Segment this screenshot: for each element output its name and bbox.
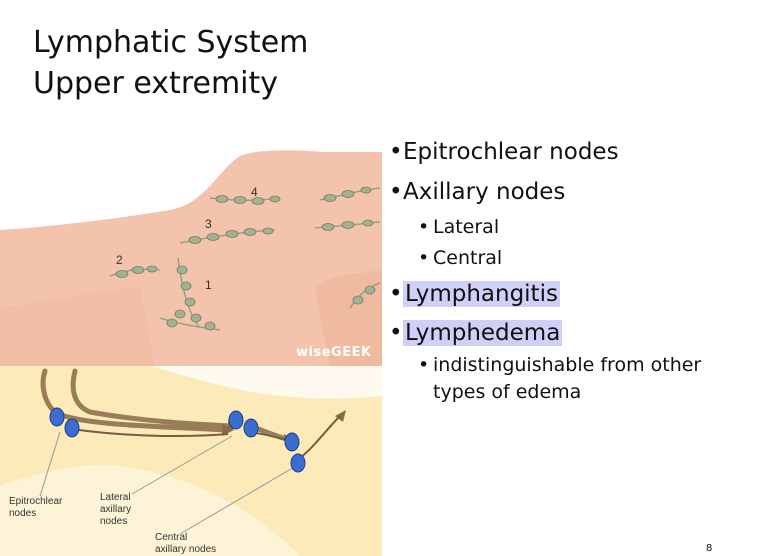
- lymph-flow-diagram: [0, 366, 382, 556]
- epitrochlear-nodes-label: Epitrochlear nodes: [9, 496, 63, 519]
- bullet-lymphedema-detail: indistinguishable from other types of ed…: [389, 352, 733, 406]
- lateral-axillary-nodes-label: Lateral axillary nodes: [100, 492, 132, 527]
- title-line-2: Upper extremity: [33, 66, 279, 101]
- node-label-2: 2: [116, 253, 123, 267]
- page-number: 8: [706, 543, 713, 554]
- wisegeek-watermark: wiseGEEK: [296, 345, 372, 360]
- slide-title: Lymphatic System Upper extremity: [33, 22, 308, 104]
- node-label-4: 4: [251, 185, 258, 199]
- central-axillary-nodes-label: Central axillary nodes: [155, 532, 217, 555]
- lymphedema-highlight: Lymphedema: [403, 320, 563, 346]
- node-label-1: 1: [205, 278, 212, 292]
- node-label-3: 3: [205, 217, 212, 231]
- lymphangitis-highlight: Lymphangitis: [403, 281, 560, 307]
- title-line-1: Lymphatic System: [33, 25, 309, 60]
- lymph-anatomy-illustration: [0, 150, 382, 368]
- bullet-axillary-nodes: Axillary nodes: [389, 172, 759, 212]
- bullet-list: Epitrochlear nodes Axillary nodes Latera…: [389, 132, 759, 406]
- bullet-epitrochlear-nodes: Epitrochlear nodes: [389, 132, 759, 172]
- bullet-central: Central: [389, 243, 759, 274]
- bullet-lymphedema: Lymphedema: [389, 314, 759, 352]
- bullet-lateral: Lateral: [389, 212, 759, 243]
- bullet-lymphangitis: Lymphangitis: [389, 274, 759, 314]
